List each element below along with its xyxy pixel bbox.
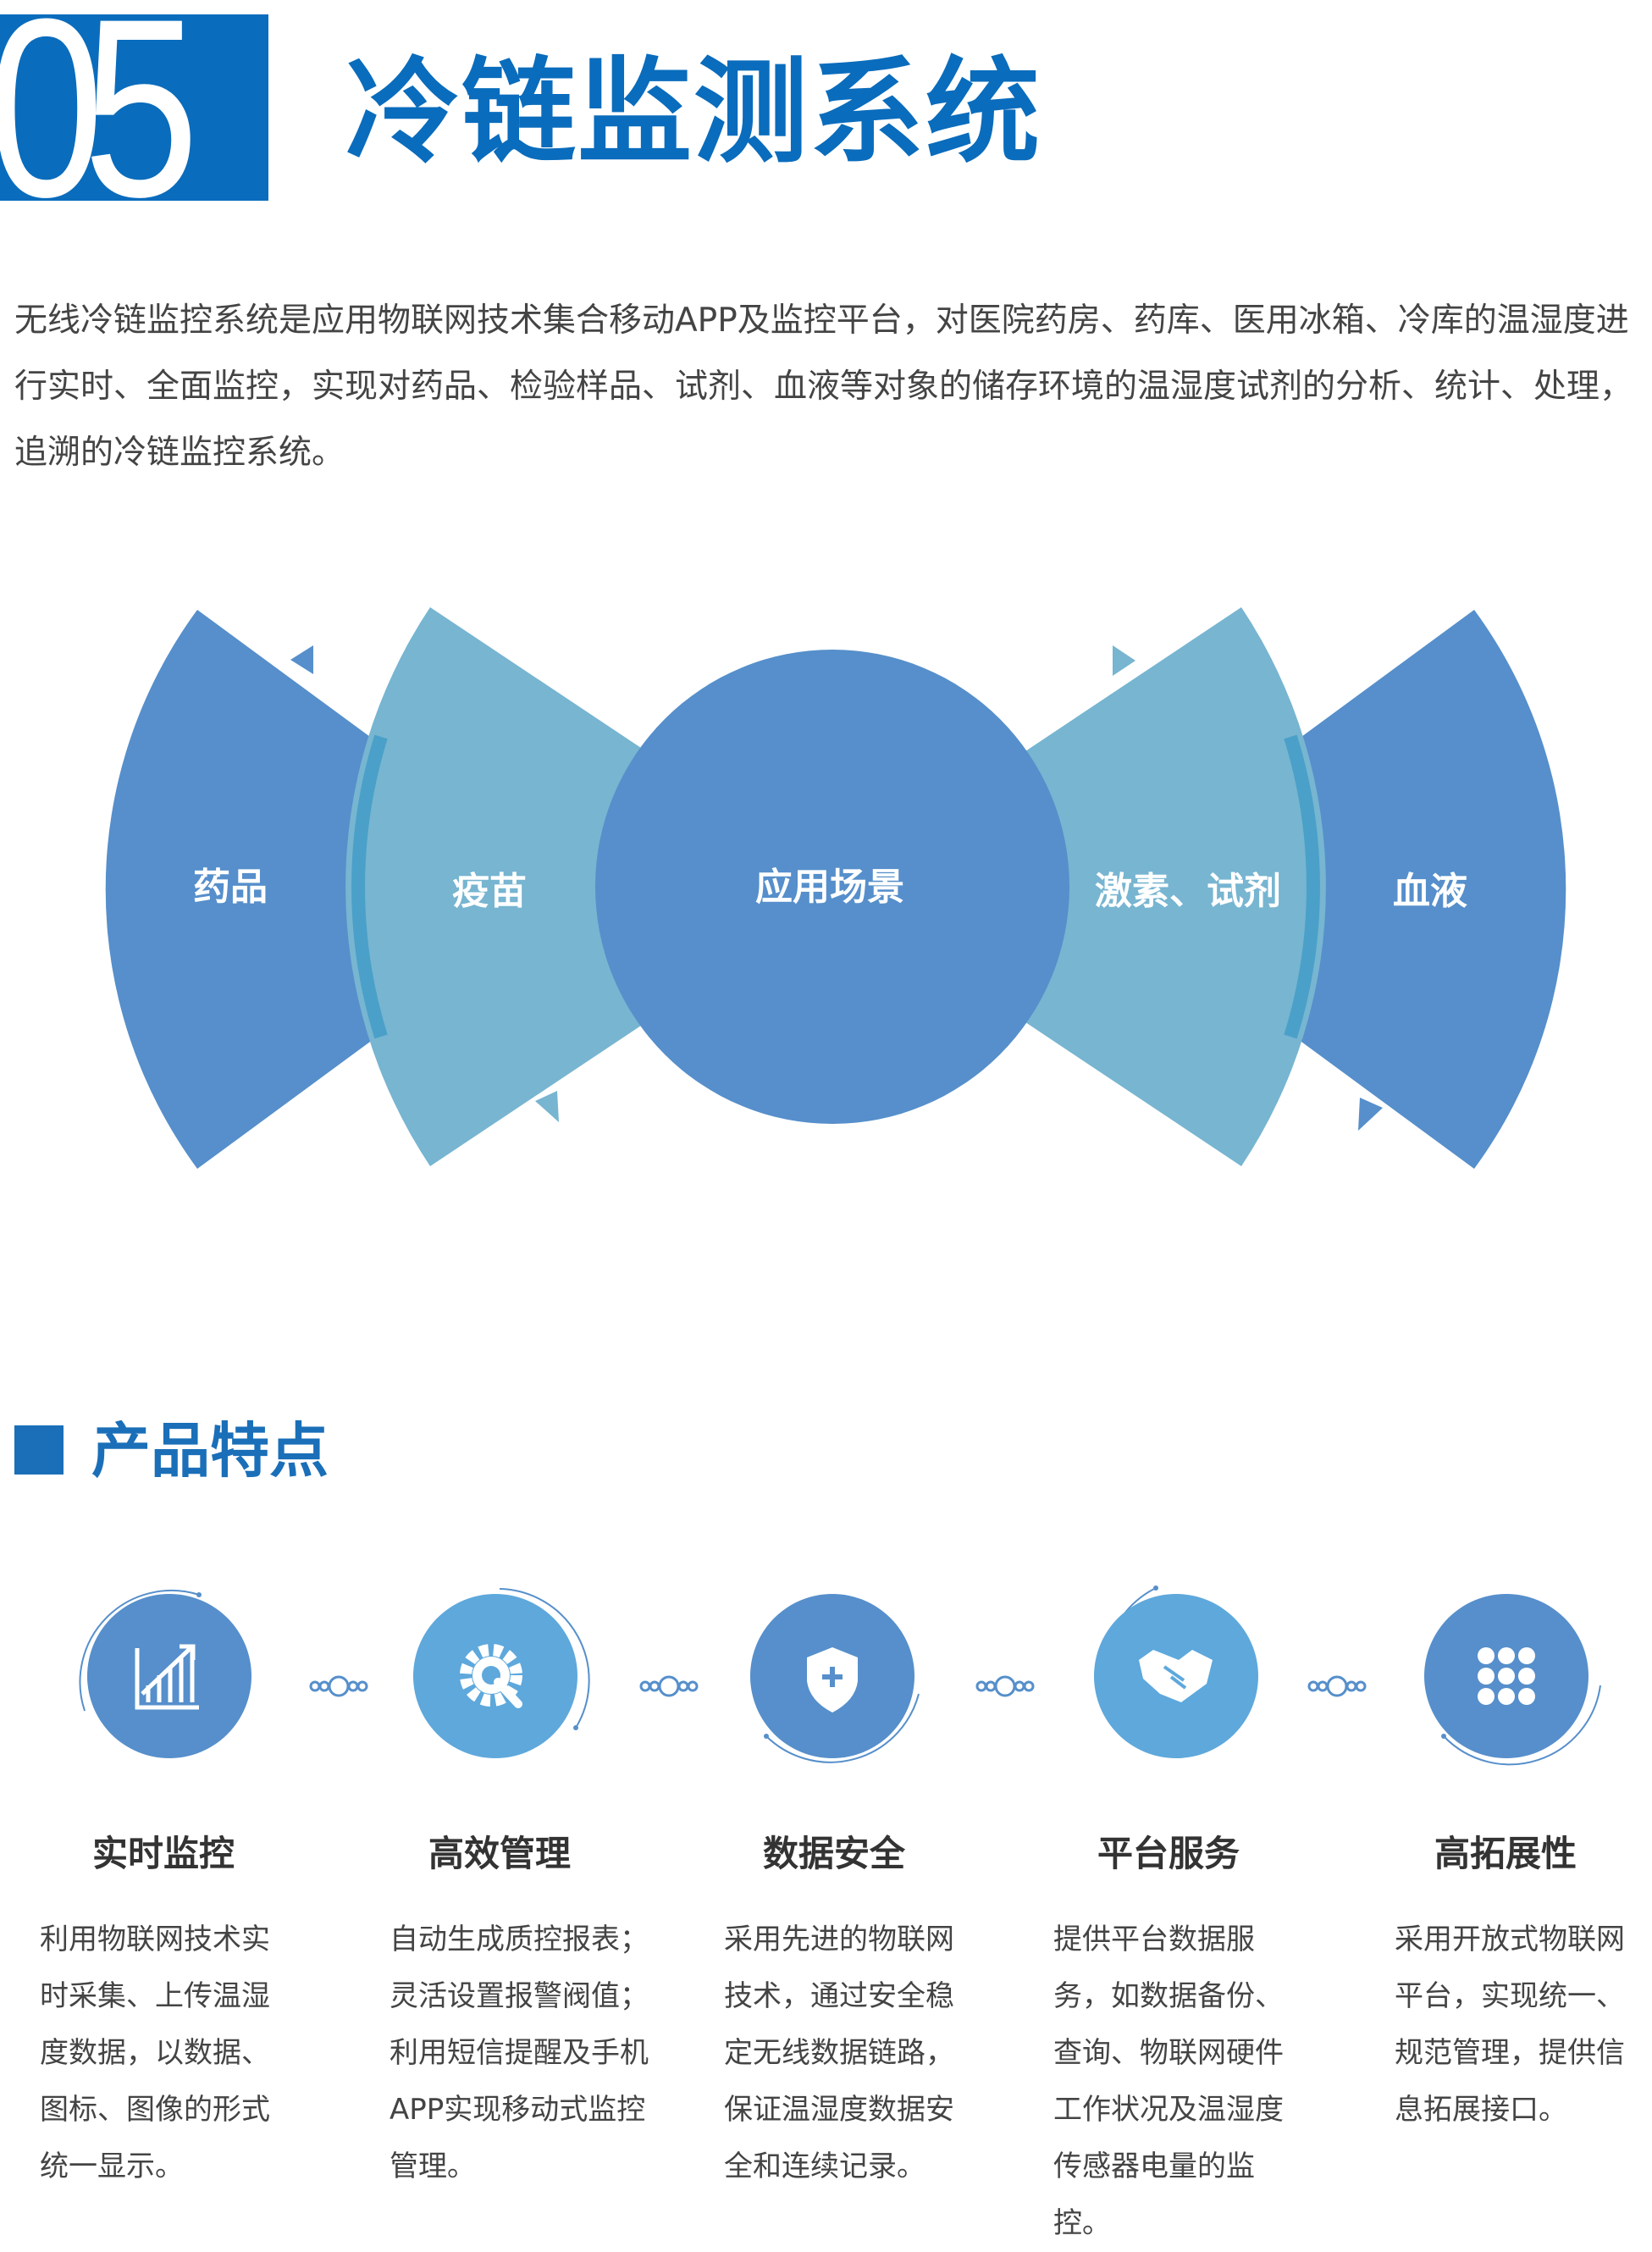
label-blood: 血液 bbox=[1393, 870, 1467, 913]
triangle-marker bbox=[1358, 1098, 1383, 1131]
feature-title: 数据安全 bbox=[762, 1833, 906, 1874]
feature-title: 平台服务 bbox=[1097, 1833, 1240, 1874]
feature-icon-management bbox=[413, 1588, 590, 1758]
feature-description: 采用开放式物联网平台，实现统一、规范管理，提供信息拓展接口。 bbox=[1395, 1923, 1625, 2127]
feature-description: 采用先进的物联网技术，通过安全稳定无线数据链路，保证温湿度数据安全和连续记录。 bbox=[724, 1923, 954, 2183]
feature-icon-platform bbox=[1094, 1585, 1258, 1758]
application-scenarios-diagram: 药品 疫苗 应用场景 激素、试剂 血液 bbox=[105, 607, 1566, 1169]
section-title: 产品特点 bbox=[91, 1416, 329, 1486]
fan-right-outer bbox=[1094, 610, 1566, 1169]
connectors bbox=[309, 1675, 1367, 1697]
label-medicine: 药品 bbox=[193, 866, 268, 909]
feature-title: 实时监控 bbox=[91, 1833, 235, 1874]
grid-dots-icon bbox=[1478, 1647, 1535, 1705]
gear-wrench-icon bbox=[460, 1644, 522, 1708]
feature-description: 利用物联网技术实时采集、上传温湿度数据，以数据、图标、图像的形式统一显示。 bbox=[40, 1923, 270, 2183]
triangle-marker bbox=[290, 645, 313, 674]
section-number: 05 bbox=[0, 14, 199, 201]
center-circle bbox=[595, 650, 1069, 1124]
label-center: 应用场景 bbox=[755, 866, 904, 909]
chart-growth-icon bbox=[135, 1644, 199, 1710]
fan-left-outer bbox=[105, 610, 578, 1169]
feature-title: 高效管理 bbox=[428, 1833, 572, 1874]
label-hormone-reagent: 激素、试剂 bbox=[1095, 870, 1281, 913]
feature-icon-realtime bbox=[79, 1590, 251, 1758]
fan-overlap-edge bbox=[1284, 734, 1320, 1039]
connector-icon bbox=[309, 1675, 368, 1697]
fan-overlap-edge bbox=[351, 734, 388, 1039]
handshake-icon bbox=[1139, 1650, 1213, 1702]
feature-title: 高拓展性 bbox=[1434, 1833, 1577, 1874]
section-marker bbox=[14, 1425, 64, 1475]
connector-icon bbox=[975, 1675, 1035, 1697]
feature-icon-security bbox=[750, 1594, 920, 1763]
feature-description: 自动生成质控报表；灵活设置报警阀值；利用短信提醒及手机APP实现移动式监控管理。 bbox=[390, 1923, 649, 2183]
fan-right-inner bbox=[822, 607, 1326, 1166]
feature-description: 提供平台数据服务，如数据备份、查询、物联网硬件工作状况及温湿度传感器电量的监控。 bbox=[1053, 1923, 1284, 2240]
label-vaccine: 疫苗 bbox=[452, 870, 527, 913]
right-fans bbox=[822, 607, 1566, 1169]
feature-icon-extensibility bbox=[1424, 1594, 1601, 1766]
page-title: 冷链监测系统 bbox=[345, 46, 1041, 179]
feature-icons-row bbox=[79, 1585, 1601, 1766]
connector-icon bbox=[639, 1675, 699, 1697]
connector-icon bbox=[1307, 1675, 1367, 1697]
triangle-marker bbox=[1113, 645, 1135, 676]
section-number-block: 05 bbox=[0, 14, 268, 201]
triangle-marker bbox=[535, 1091, 559, 1122]
shield-plus-icon bbox=[807, 1647, 858, 1713]
intro-paragraph: 无线冷链监控系统是应用物联网技术集合移动APP及监控平台，对医院药房、药库、医用… bbox=[14, 302, 1633, 472]
